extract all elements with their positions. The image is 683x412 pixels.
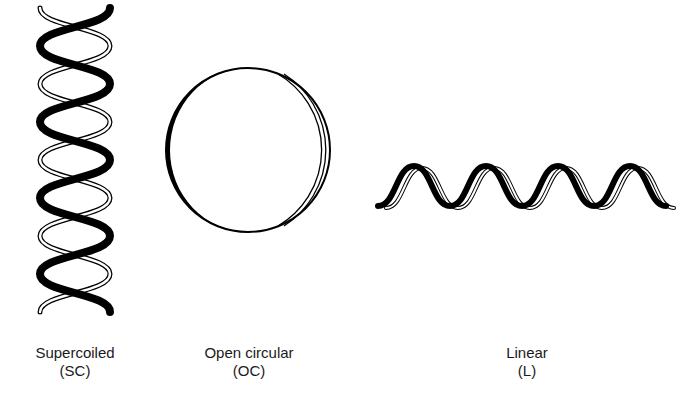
supercoiled-dna: [40, 8, 110, 312]
linear-dna: [378, 166, 674, 208]
form-label: Open circular (OC): [195, 344, 303, 380]
open-circular-dna: [166, 68, 330, 232]
form-label: Linear (L): [498, 344, 556, 380]
form-label: Supercoiled (SC): [29, 344, 121, 380]
